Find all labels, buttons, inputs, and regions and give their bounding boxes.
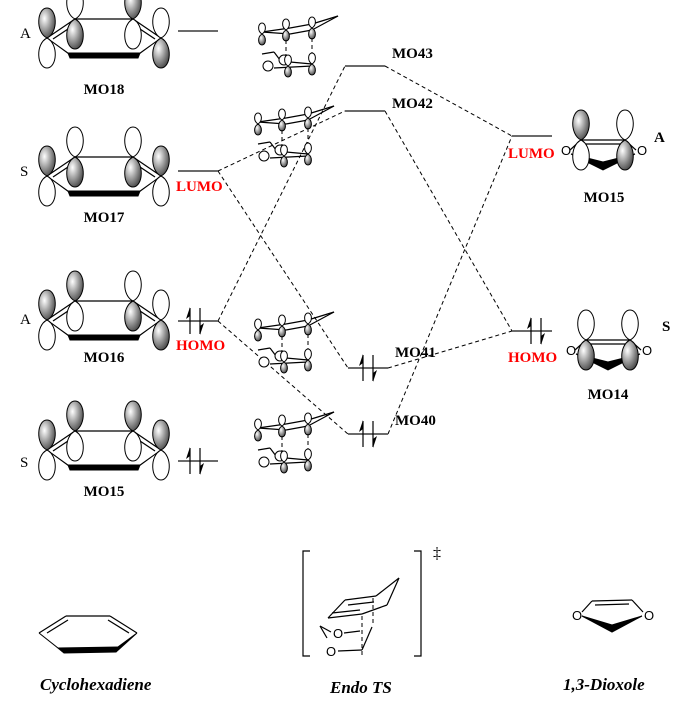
symmetry-label: A (654, 130, 665, 146)
dioxole-mo14-picture: O O (566, 309, 652, 371)
ts-orbital-mo42: MO42 (345, 96, 433, 112)
oxygen-atom: O (561, 143, 571, 158)
oxygen-atom: O (566, 343, 576, 358)
symmetry-label: A (20, 26, 31, 42)
symmetry-label: S (20, 164, 28, 180)
dioxole-structure: O O (572, 599, 654, 633)
corr-lumo-left-to-mo41 (217, 170, 349, 369)
oxygen-atom: O (644, 608, 654, 623)
corr-mo42-to-homo-right (384, 110, 513, 332)
oxygen-atom: O (642, 343, 652, 358)
corr-homo-left-to-mo40 (217, 320, 349, 435)
lumo-label: LUMO (176, 179, 223, 195)
orbital-label: MO14 (588, 387, 629, 403)
ts-orbital-mo40: MO40 (348, 413, 436, 449)
cyclohexadiene-mo15-picture (38, 400, 170, 481)
left-orbital-mo18: A MO18 (20, 0, 218, 98)
correlation-lines (217, 65, 513, 435)
cyclohexadiene-structure (38, 615, 138, 654)
cyclohexadiene-mo16-picture (38, 270, 170, 351)
oxygen-atom: O (637, 143, 647, 158)
oxygen-atom: O (572, 608, 582, 623)
dioxole-caption: 1,3-Dioxole (563, 675, 645, 694)
right-orbital-mo14: HOMO O O MO14 S (508, 309, 670, 403)
orbital-label: MO15 (84, 484, 125, 500)
corr-mo40-to-lumo-right (387, 135, 513, 435)
orbital-label: MO43 (392, 46, 433, 62)
ts-orbital-picture-mo41 (255, 312, 334, 373)
homo-label: HOMO (508, 350, 557, 366)
right-orbital-mo15: LUMO O O MO15 A (508, 109, 665, 206)
double-dagger: ‡ (433, 545, 441, 562)
corr-mo43-to-lumo-right (384, 65, 513, 137)
endo-ts-caption: Endo TS (329, 678, 392, 697)
symmetry-label: S (662, 319, 670, 335)
orbital-label: MO42 (392, 96, 433, 112)
cyclohexadiene-caption: Cyclohexadiene (40, 675, 152, 694)
orbital-label: MO18 (84, 82, 125, 98)
ts-orbital-picture-mo40 (255, 412, 334, 473)
dioxole-mo15-picture: O O (561, 109, 647, 171)
orbital-label: MO41 (395, 345, 436, 361)
orbital-label: MO40 (395, 413, 436, 429)
ts-orbital-mo43: MO43 (345, 46, 433, 67)
left-orbital-mo16: A MO16 HOMO (20, 270, 225, 366)
cyclohexadiene-mo18-picture (38, 0, 170, 69)
ts-orbital-picture-mo43 (259, 16, 338, 77)
left-orbital-mo15: S MO15 (20, 400, 218, 500)
orbital-label: MO15 (584, 190, 625, 206)
endo-ts-structure: ‡ O O (302, 545, 441, 659)
corr-mo41-to-homo-right (387, 330, 513, 369)
oxygen-atom: O (326, 644, 336, 659)
ts-orbital-picture-mo42 (255, 106, 334, 167)
homo-label: HOMO (176, 338, 225, 354)
lumo-label: LUMO (508, 146, 555, 162)
ts-orbital-mo41: MO41 (348, 345, 436, 383)
right-bracket (414, 550, 422, 657)
left-orbital-mo17: S MO17 LUMO (20, 126, 223, 226)
cyclohexadiene-mo17-picture (38, 126, 170, 207)
orbital-label: MO17 (84, 210, 125, 226)
orbital-label: MO16 (84, 350, 125, 366)
symmetry-label: A (20, 312, 31, 328)
corr-homo-left-to-mo43 (217, 65, 346, 322)
symmetry-label: S (20, 455, 28, 471)
oxygen-atom: O (333, 626, 343, 641)
left-bracket (302, 550, 310, 657)
